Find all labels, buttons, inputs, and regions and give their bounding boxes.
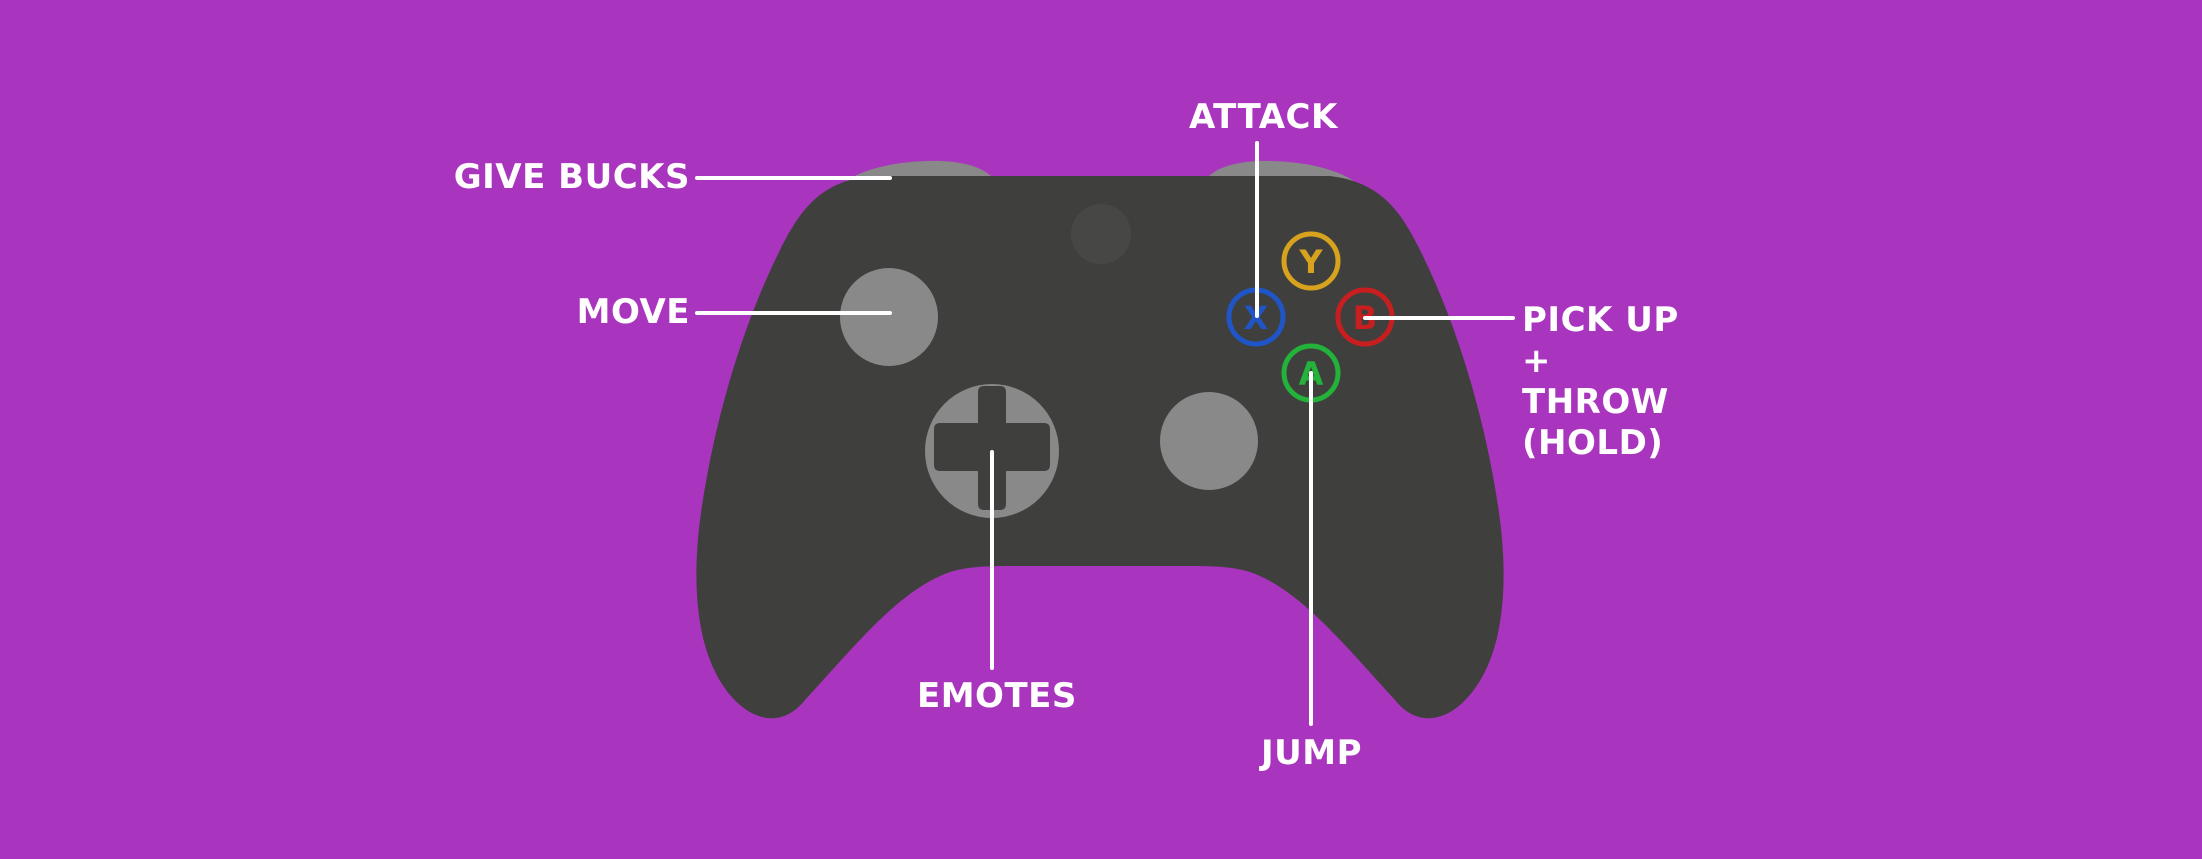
emotes-label: EMOTES [917,676,1077,716]
left-stick [840,268,938,366]
move-label: MOVE [576,292,690,332]
attack-label: ATTACK [1189,97,1338,137]
leader-lines [695,141,1515,726]
dpad-cross [934,386,1050,510]
jump-label: JUMP [1261,733,1363,773]
right-stick [1160,392,1258,490]
pick-up-throw-label: PICK UP + THROW (HOLD) [1522,300,1679,464]
guide-button [1071,204,1131,264]
throw-line: THROW [1522,382,1669,422]
give-bucks-label: GIVE BUCKS [453,157,690,197]
button-y-letter: Y [1298,243,1323,281]
pick-up-line: PICK UP [1522,300,1679,340]
hold-line: (HOLD) [1522,423,1664,463]
button-y: Y [1281,231,1341,291]
plus-line: + [1522,341,1551,381]
